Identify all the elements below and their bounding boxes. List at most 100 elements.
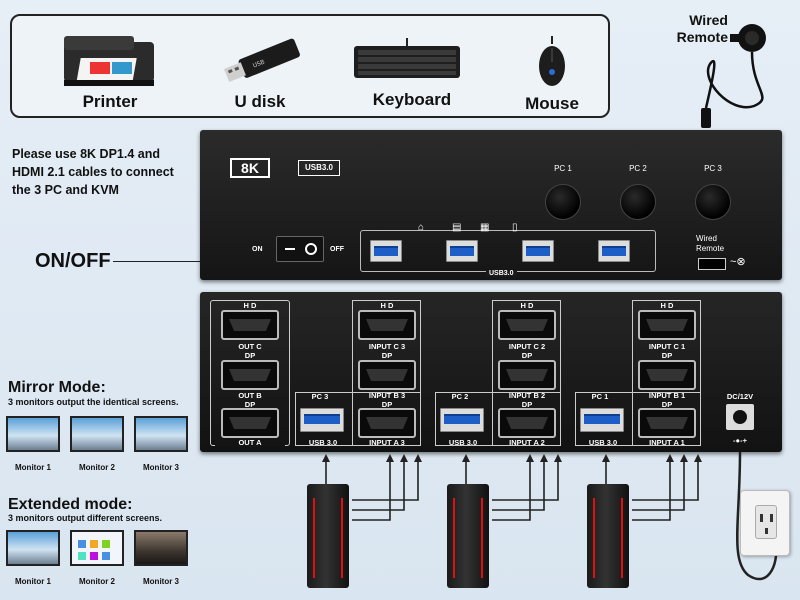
extended-monitor-1-icon [6, 530, 60, 566]
usb-port-1[interactable] [370, 240, 402, 262]
svg-text:USB: USB [252, 59, 266, 70]
input-b1-dp-label: DP [661, 351, 673, 360]
input-a1-label: INPUT A 1 [649, 438, 685, 447]
extended-mode-desc: 3 monitors output different screens. [8, 513, 163, 523]
out-c-hdmi-port[interactable] [221, 310, 279, 340]
switch-off-label: OFF [330, 246, 344, 253]
out-b-dp-port[interactable] [221, 360, 279, 390]
printer-label: Printer [82, 92, 138, 111]
pc2-usb-port[interactable] [440, 408, 484, 432]
onoff-label: ON/OFF [35, 250, 111, 272]
pc1-usb-label: USB 3.0 [588, 438, 618, 447]
dc-polarity-symbol: -●-+ [733, 436, 747, 445]
wired-remote-port[interactable] [698, 258, 726, 270]
pc2-hd-label: H D [520, 301, 534, 310]
input-a1-port[interactable] [638, 408, 696, 438]
input-a2-dp-label: DP [521, 400, 533, 409]
badge-8k: 8K [230, 158, 270, 178]
switch-line [285, 248, 295, 250]
pc3-usb-port[interactable] [300, 408, 344, 432]
printer-icon [56, 28, 166, 92]
onoff-pointer-line [113, 261, 249, 262]
usb-port-3[interactable] [522, 240, 554, 262]
switch-circle [305, 243, 317, 255]
out-b-dp-label: DP [244, 351, 256, 360]
wired-remote-title-line1: Wired [689, 12, 728, 28]
instruction-line-3: the 3 PC and KVM [12, 183, 119, 197]
usb-hub-printer-icon: ▤ [452, 222, 462, 233]
input-c1-port[interactable] [638, 310, 696, 340]
usb-port-2[interactable] [446, 240, 478, 262]
instruction-text: Please use 8K DP1.4 and HDMI 2.1 cables … [12, 145, 202, 199]
pc1-tower-icon [587, 484, 629, 588]
pc3-hd-label: H D [380, 301, 394, 310]
input-b3-dp-label: DP [381, 351, 393, 360]
instruction-line-1: Please use 8K DP1.4 and [12, 147, 160, 161]
out-b-label: OUT B [238, 391, 262, 400]
mirror-monitor-3-icon [134, 416, 188, 452]
pc3-tower-icon [307, 484, 349, 588]
extended-monitor-2-icon [70, 530, 124, 566]
input-c3-label: INPUT C 3 [368, 342, 406, 351]
pc3-select-button[interactable] [695, 184, 731, 220]
pc3-button-label: PC 3 [704, 164, 722, 173]
usb-port-4[interactable] [598, 240, 630, 262]
peripherals-panel: Printer USB U disk Keyboard [10, 14, 610, 118]
pc2-select-button[interactable] [620, 184, 656, 220]
mirror-monitor-1-label: Monitor 1 [15, 463, 51, 472]
input-b1-port[interactable] [638, 360, 696, 390]
extended-monitor-2-label: Monitor 2 [79, 577, 115, 586]
power-switch[interactable] [276, 236, 324, 262]
input-b2-port[interactable] [498, 360, 556, 390]
mirror-monitor-2-icon [70, 416, 124, 452]
mouse-icon [536, 36, 568, 88]
extended-monitor-3-label: Monitor 3 [143, 577, 179, 586]
mirror-mode-title: Mirror Mode: [8, 379, 106, 396]
pc1-hd-label: H D [660, 301, 674, 310]
pc2-tower-icon [447, 484, 489, 588]
wired-remote-title-line2: Remote [676, 29, 728, 45]
instruction-line-2: HDMI 2.1 cables to connect [12, 165, 174, 179]
dc-jack [733, 410, 747, 424]
wired-remote-title: Wired Remote [672, 12, 728, 46]
pc3-group-label: PC 3 [311, 392, 329, 401]
input-c2-port[interactable] [498, 310, 556, 340]
input-c2-label: INPUT C 2 [508, 342, 546, 351]
mirror-monitor-3-label: Monitor 3 [143, 463, 179, 472]
pc1-select-button[interactable] [545, 184, 581, 220]
input-a3-port[interactable] [358, 408, 416, 438]
wired-remote-port-line1: Wired [696, 234, 717, 243]
mirror-mode-desc: 3 monitors output the identical screens. [8, 397, 179, 407]
badge-usb3: USB3.0 [298, 160, 340, 176]
out-a-dp-port[interactable] [221, 408, 279, 438]
kvm-rear-panel: H D OUT C DP OUT B DP OUT A PC 3 USB 3.0… [200, 292, 782, 452]
input-a2-label: INPUT A 2 [509, 438, 545, 447]
input-c1-label: INPUT C 1 [648, 342, 686, 351]
keyboard-icon [352, 38, 462, 82]
pc3-input-frame [352, 300, 421, 446]
input-b1-label: INPUT B 1 [648, 391, 686, 400]
extended-monitor-3-icon [134, 530, 188, 566]
mirror-monitor-1-icon [6, 416, 60, 452]
usb-hub-keyboard-icon: ▦ [480, 222, 490, 233]
input-a3-dp-label: DP [381, 400, 393, 409]
input-b2-label: INPUT B 2 [508, 391, 546, 400]
input-a3-label: INPUT A 3 [369, 438, 405, 447]
input-c3-port[interactable] [358, 310, 416, 340]
input-b3-label: INPUT B 3 [368, 391, 406, 400]
input-b3-port[interactable] [358, 360, 416, 390]
pc2-button-label: PC 2 [629, 164, 647, 173]
pc3-usb-label: USB 3.0 [308, 438, 338, 447]
input-a2-port[interactable] [498, 408, 556, 438]
keyboard-label: Keyboard [372, 90, 452, 109]
dc-power-port[interactable] [726, 404, 754, 430]
usb-drive-icon: USB [210, 34, 310, 90]
extended-mode-title: Extended mode: [8, 496, 133, 513]
extended-monitor-1-label: Monitor 1 [15, 577, 51, 586]
remote-symbol-icon: ~⊗ [730, 256, 746, 268]
wired-remote-cable-icon [690, 10, 790, 135]
out-a-label: OUT A [215, 438, 285, 447]
mirror-monitor-2-label: Monitor 2 [79, 463, 115, 472]
kvm-front-panel: 8K USB3.0 PC 1 PC 2 PC 3 ON OFF ⌂ ▤ ▦ ▯ … [200, 130, 782, 280]
pc1-usb-port[interactable] [580, 408, 624, 432]
